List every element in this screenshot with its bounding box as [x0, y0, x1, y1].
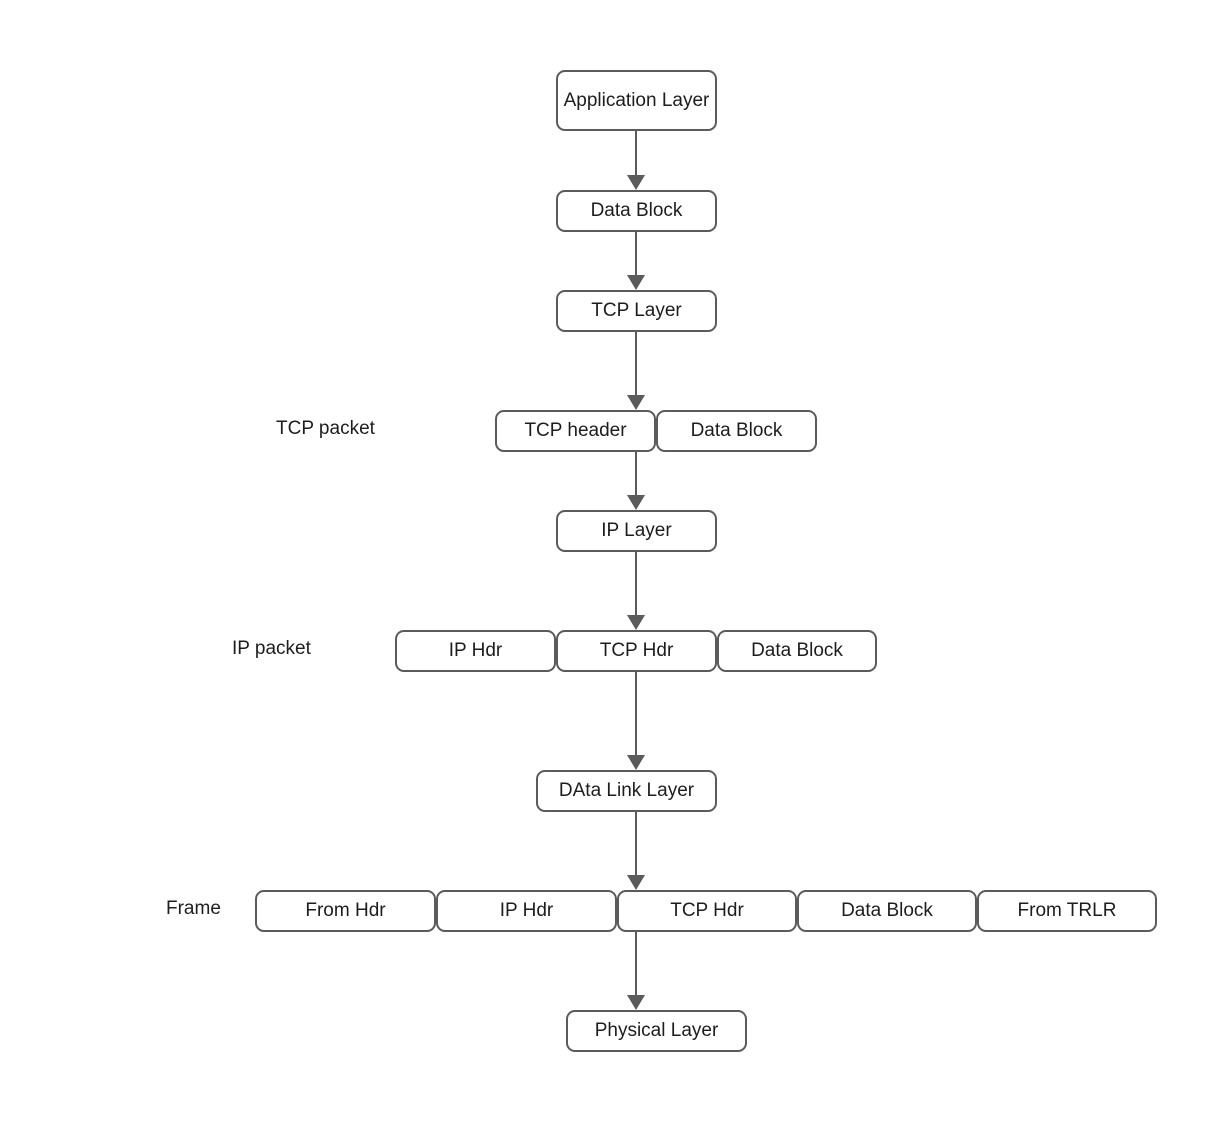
arrow-tcp-packet-to-ip-layer	[626, 452, 646, 510]
segment-tcp-data-block[interactable]: Data Block	[656, 410, 817, 452]
arrow-head-icon	[627, 175, 645, 190]
arrow-shaft	[635, 812, 637, 876]
node-data-link-layer[interactable]: DAta Link Layer	[536, 770, 717, 812]
node-tcp-layer[interactable]: TCP Layer	[556, 290, 717, 332]
row-label-ip-packet: IP packet	[232, 638, 311, 659]
segment-tcp-header[interactable]: TCP header	[495, 410, 656, 452]
segment-frame-ip-hdr[interactable]: IP Hdr	[436, 890, 617, 932]
arrow-shaft	[635, 332, 637, 396]
arrow-tcp-layer-to-tcp-packet	[626, 332, 646, 410]
segment-frame-from-trlr[interactable]: From TRLR	[977, 890, 1157, 932]
row-label-tcp-packet: TCP packet	[276, 418, 375, 439]
arrow-shaft	[635, 672, 637, 756]
arrow-head-icon	[627, 755, 645, 770]
arrow-head-icon	[627, 995, 645, 1010]
segment-frame-tcp-hdr[interactable]: TCP Hdr	[617, 890, 797, 932]
arrow-shaft	[635, 232, 637, 276]
arrow-shaft	[635, 131, 637, 176]
arrow-frame-to-physical	[626, 932, 646, 1010]
arrow-shaft	[635, 452, 637, 496]
arrow-shaft	[635, 932, 637, 996]
arrow-head-icon	[627, 875, 645, 890]
arrow-head-icon	[627, 495, 645, 510]
arrow-head-icon	[627, 395, 645, 410]
arrow-head-icon	[627, 275, 645, 290]
arrow-ip-packet-to-data-link	[626, 672, 646, 770]
node-application-layer[interactable]: Application Layer	[556, 70, 717, 131]
arrow-data-block-to-tcp-layer	[626, 232, 646, 290]
node-physical-layer[interactable]: Physical Layer	[566, 1010, 747, 1052]
arrow-ip-layer-to-ip-packet	[626, 552, 646, 630]
node-ip-layer[interactable]: IP Layer	[556, 510, 717, 552]
segment-frame-from-hdr[interactable]: From Hdr	[255, 890, 436, 932]
node-data-block-1[interactable]: Data Block	[556, 190, 717, 232]
arrow-head-icon	[627, 615, 645, 630]
segment-ip-tcp-hdr[interactable]: TCP Hdr	[556, 630, 717, 672]
segment-ip-hdr[interactable]: IP Hdr	[395, 630, 556, 672]
arrow-shaft	[635, 552, 637, 616]
segment-frame-data-block[interactable]: Data Block	[797, 890, 977, 932]
segment-ip-data-block[interactable]: Data Block	[717, 630, 877, 672]
arrow-application-to-data-block	[626, 131, 646, 190]
row-label-frame: Frame	[166, 898, 221, 919]
arrow-data-link-to-frame	[626, 812, 646, 890]
